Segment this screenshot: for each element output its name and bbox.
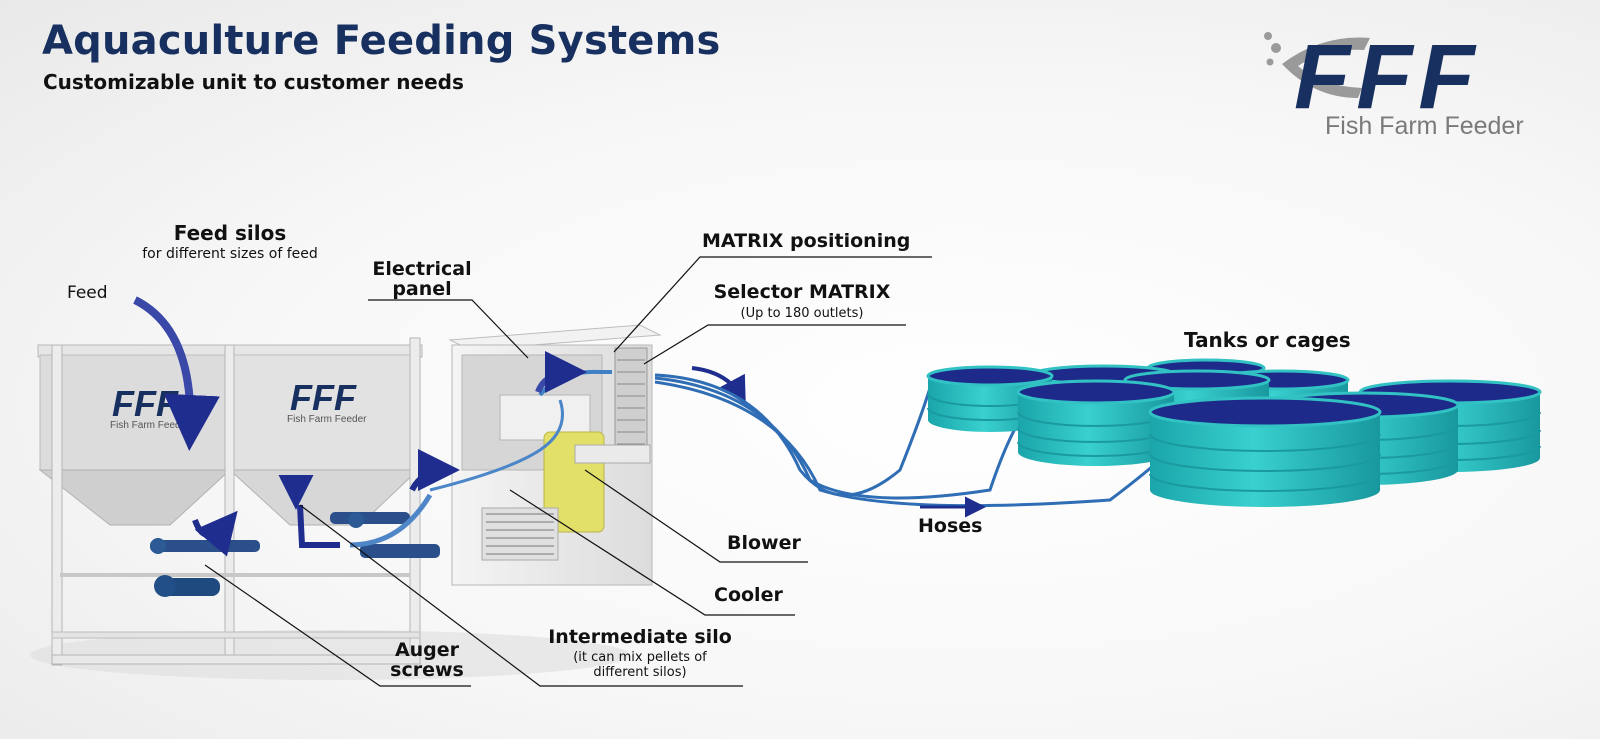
control-cabinet [429,324,662,586]
tanks [926,358,1542,507]
silo-logo-text-2: FFF [290,377,357,418]
label-electrical-panel-line1: Electrical [372,258,472,280]
flow-arrow-out [691,366,746,406]
cooler-unit [481,507,559,561]
silo-logo-text-1: FFF [112,383,179,424]
label-intermediate-silo: Intermediate silo [548,626,732,648]
label-electrical-panel-line2: panel [392,278,452,300]
label-hoses: Hoses [918,515,983,537]
silo-logo-tagline-2: Fish Farm Feeder [287,414,367,425]
auger-screws [150,475,440,597]
logo-fff-text: FFF [1294,26,1481,128]
label-feed-silos: Feed silos [173,221,287,245]
label-matrix-positioning: MATRIX positioning [702,230,911,252]
leader-lines [204,256,932,687]
label-auger-line1: Auger [394,639,460,661]
page-subtitle: Customizable unit to customer needs [43,70,464,94]
feed-silos: FFF Fish Farm Feeder FFF Fish Farm Feede… [37,337,423,666]
fish-head-icon [1264,32,1370,98]
label-intermediate-silo-sub1: (it can mix pellets of [573,650,707,665]
flow-arrow-up [535,351,587,394]
label-feed: Feed [67,283,108,303]
label-feed-silos-sub: for different sizes of feed [142,246,318,262]
label-intermediate-silo-sub2: different silos) [593,665,687,680]
silo-logo-tagline-1: Fish Farm Feeder [110,420,190,431]
label-tanks-or-cages: Tanks or cages [1184,328,1351,352]
label-auger-line2: screws [390,659,464,681]
fff-logo: FFF [1264,26,1481,128]
logo-tagline: Fish Farm Feeder [1325,112,1524,140]
tank [1148,396,1382,507]
page-title: Aquaculture Feeding Systems [42,18,721,64]
label-blower: Blower [727,532,801,554]
label-selector-matrix-sub: (Up to 180 outlets) [740,306,864,321]
label-cooler: Cooler [714,584,783,606]
feed-arrow [133,296,220,451]
selector-matrix [614,347,648,459]
hoses [654,373,1196,508]
flow-arrow-cabinet [409,449,460,492]
label-selector-matrix: Selector MATRIX [713,281,891,303]
